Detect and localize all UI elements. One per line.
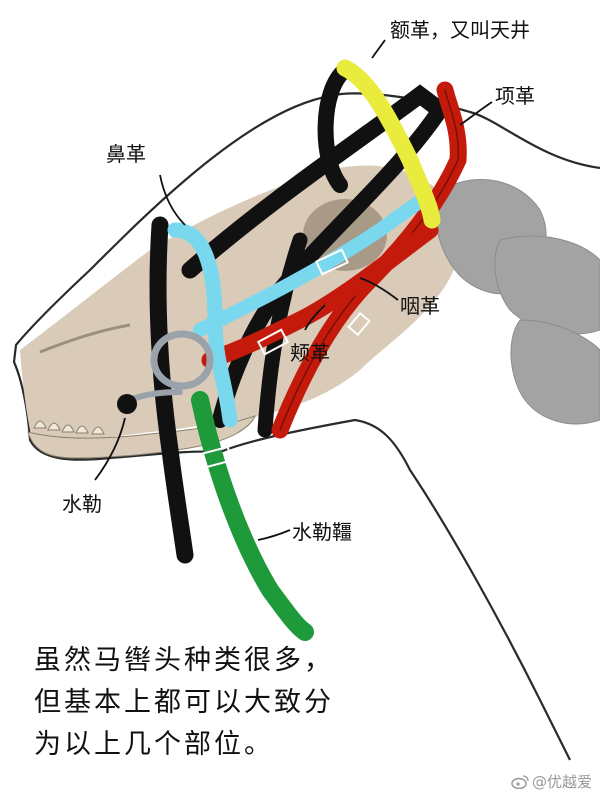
noseband-strap (167, 191, 432, 428)
label-leader-lines (94, 39, 493, 541)
bit-ring (117, 330, 214, 414)
label-rein: 水勒韁 (292, 520, 352, 544)
nasal-groove (39, 323, 131, 354)
weibo-icon (511, 774, 529, 789)
leader-rein (257, 529, 291, 541)
caption: 虽然马辔头种类很多， 但基本上都可以大致分 为以上几个部位。 (34, 640, 454, 766)
teeth (33, 420, 105, 435)
watermark-text: @优越爱 (531, 773, 592, 791)
black-long-strap (149, 216, 194, 564)
black-crown-loop (317, 62, 353, 193)
caption-line-2: 但基本上都可以大致分 (34, 687, 334, 718)
label-browband: 额革，又叫天井 (390, 18, 530, 42)
leader-throatlatch (359, 277, 399, 301)
watermark: @优越爱 (511, 771, 592, 792)
leader-cheekpiece (304, 304, 326, 331)
caption-line-1: 虽然马辔头种类很多， (34, 645, 334, 676)
label-bit: 水勒 (62, 492, 102, 516)
neck-vertebrae (435, 179, 600, 425)
leader-noseband (159, 174, 186, 226)
leader-crownpiece (459, 101, 493, 126)
browband-strap (336, 59, 441, 229)
label-cheekpiece: 颊革 (290, 341, 330, 365)
label-throatlatch: 咽革 (400, 294, 440, 318)
label-noseband: 鼻革 (106, 142, 146, 166)
leader-bit (94, 417, 126, 481)
label-crownpiece: 项革 (495, 84, 535, 108)
caption-line-3: 为以上几个部位。 (34, 729, 274, 760)
rein-strap (191, 391, 314, 641)
lower-jaw (27, 415, 256, 459)
black-upper-cross (181, 84, 449, 279)
leader-browband (371, 39, 386, 59)
crownpiece-strap (201, 81, 467, 439)
